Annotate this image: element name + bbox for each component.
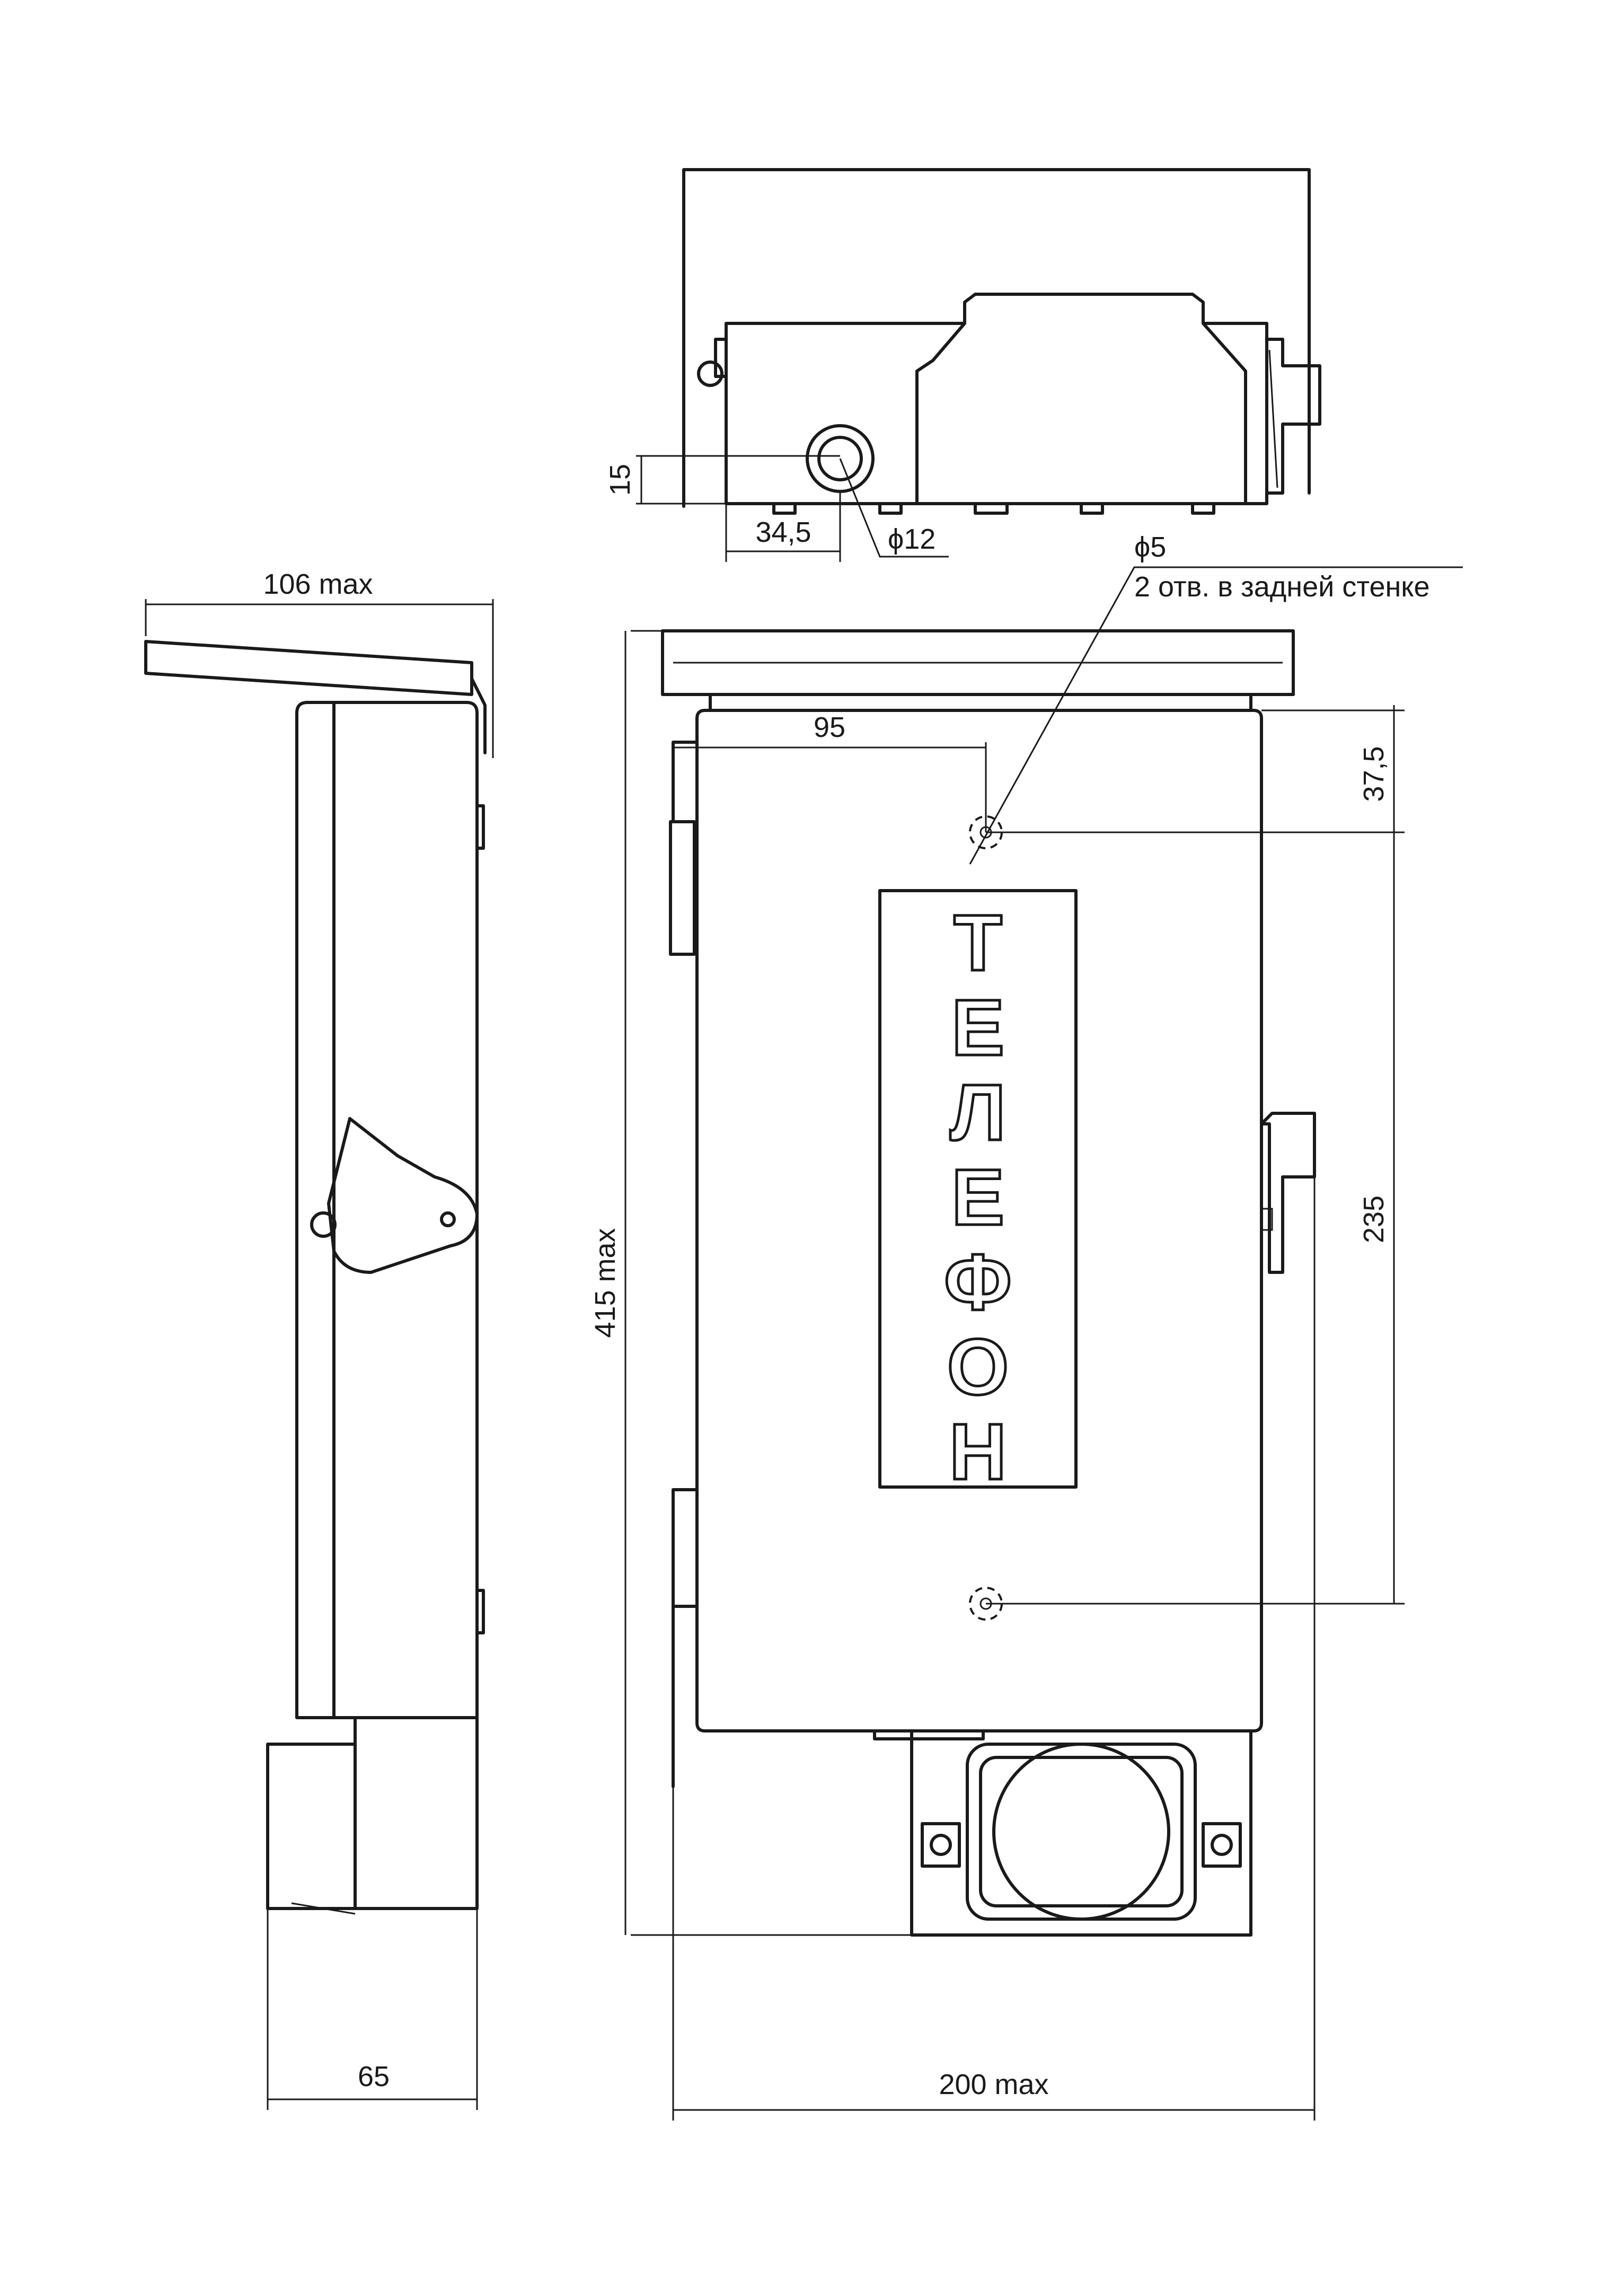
round-button-icon [992, 1743, 1170, 1921]
hinge-top-icon [669, 741, 699, 956]
label-letter-4: Е [951, 1153, 1004, 1242]
label-letter-5: Ф [944, 1237, 1012, 1326]
front-view: Т Е Л Е Ф О Н 95 37,5 235 415 max 200 ma… [589, 531, 1463, 2121]
side-bracket-icon [1260, 1112, 1316, 1274]
dim-front-height-max: 415 max [589, 1228, 621, 1338]
dim-front-width-max: 200 max [939, 2069, 1048, 2100]
label-letter-7: Н [949, 1407, 1007, 1496]
mount-ear-hole-icon [697, 360, 723, 387]
dim-side-depth-max: 106 max [263, 568, 373, 600]
label-letter-2: Е [951, 983, 1004, 1072]
label-letter-6: О [947, 1322, 1009, 1411]
dim-top-height: 15 [604, 464, 636, 496]
hinge-bottom-icon [672, 1488, 699, 1788]
label-letter-3: Л [950, 1068, 1005, 1157]
dim-hole-note: 2 отв. в задней стенке [1134, 571, 1430, 603]
dim-hole-diameter: ϕ5 [1134, 531, 1166, 563]
side-view: 106 max 65 [144, 568, 494, 2110]
dim-top-hole: ϕ12 [888, 523, 935, 555]
label-letter-1: Т [954, 898, 1002, 987]
cable-gland-icon [806, 424, 875, 493]
dim-front-x-hole: 95 [814, 711, 845, 743]
label-panel [878, 889, 1078, 1489]
top-view: 15 34,5 ϕ12 [604, 168, 1321, 562]
dim-front-y-offset: 37,5 [1358, 746, 1390, 802]
dim-side-depth: 65 [358, 2061, 390, 2092]
lid-icon [144, 640, 473, 696]
dim-top-offset: 34,5 [755, 516, 811, 548]
latch-icon [327, 1117, 479, 1274]
dim-front-hole-spacing: 235 [1358, 1195, 1390, 1243]
